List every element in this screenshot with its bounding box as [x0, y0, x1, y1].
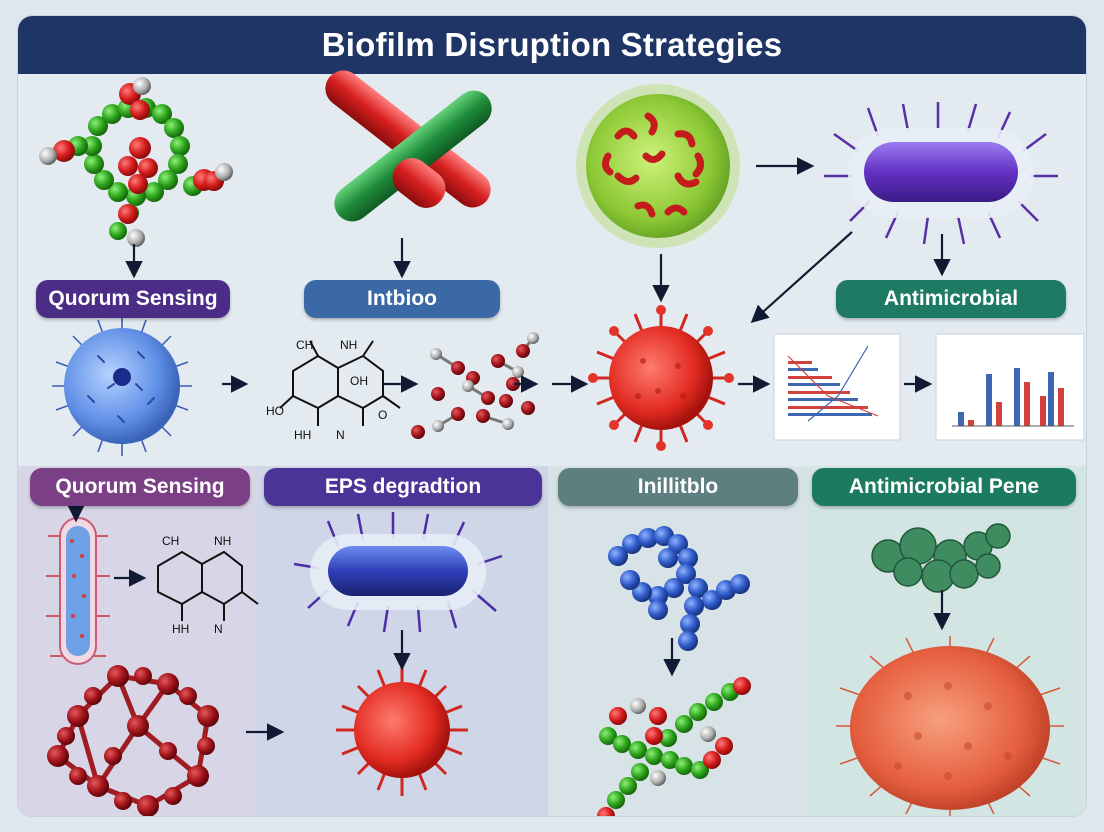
bar-chart-thumbnail-icon	[936, 334, 1084, 440]
blue-rod-bacterium-icon	[294, 512, 502, 632]
pill-antimicrobial-peptide: Antimicrobial Pene	[812, 468, 1076, 506]
pill-intbioo-label: Intbioo	[367, 287, 437, 311]
chem-label-o: O	[378, 408, 387, 422]
chem-label-nh: NH	[340, 338, 357, 352]
pill-eps-degradation: EPS degradtion	[264, 468, 542, 506]
pill-quorum-sensing-label: Quorum Sensing	[48, 287, 217, 311]
chem2-label-n: N	[214, 622, 223, 636]
antibiotic-cylinders-icon	[318, 63, 499, 228]
pill-intbioo: Intbioo	[304, 280, 500, 318]
quorum-molecule-icon	[39, 77, 233, 247]
chem-label-oh: OH	[350, 374, 368, 388]
diagram-artwork	[18, 16, 1086, 816]
pill-antimicrobial-peptide-label: Antimicrobial Pene	[849, 475, 1039, 499]
orange-spiky-cell-icon	[836, 636, 1064, 816]
chem2-label-nh: NH	[214, 534, 231, 548]
pill-inhibitor: Inillitblo	[558, 468, 798, 506]
pill-eps-degradation-label: EPS degradtion	[325, 475, 481, 499]
diagram-frame: Biofilm Disruption Strategies	[18, 16, 1086, 816]
red-virus-icon	[588, 305, 734, 451]
red-virus-2-icon	[336, 664, 468, 796]
chem-label-n: N	[336, 428, 345, 442]
small-molecules-icon	[411, 332, 539, 439]
red-molecule-network-icon	[47, 665, 219, 816]
capsule-bacterium-icon	[46, 518, 110, 664]
pill-quorum-sensing-2: Quorum Sensing	[30, 468, 250, 506]
green-cell-cluster-icon	[872, 524, 1010, 592]
pill-quorum-sensing-2-label: Quorum Sensing	[55, 475, 224, 499]
pill-antimicrobial: Antimicrobial	[836, 280, 1066, 318]
chemical-structure-2-icon	[158, 552, 258, 621]
green-bacterium-icon	[576, 84, 740, 248]
blue-molecule-chain-icon	[608, 526, 750, 651]
chem2-label-ch: CH	[162, 534, 179, 548]
chem-label-ho: HO	[266, 404, 284, 418]
chem-label-hh: HH	[294, 428, 311, 442]
chart-thumbnail-icon	[774, 334, 900, 440]
pill-antimicrobial-label: Antimicrobial	[884, 287, 1018, 311]
purple-rod-bacterium-icon	[824, 102, 1058, 244]
chem2-label-hh: HH	[172, 622, 189, 636]
blue-bacterium-icon	[52, 316, 192, 456]
pill-quorum-sensing: Quorum Sensing	[36, 280, 230, 318]
chem-label-ch: CH	[296, 338, 313, 352]
flow-arrows	[76, 166, 942, 732]
pill-inhibitor-label: Inillitblo	[638, 475, 718, 499]
green-red-chain-icon	[597, 677, 751, 816]
